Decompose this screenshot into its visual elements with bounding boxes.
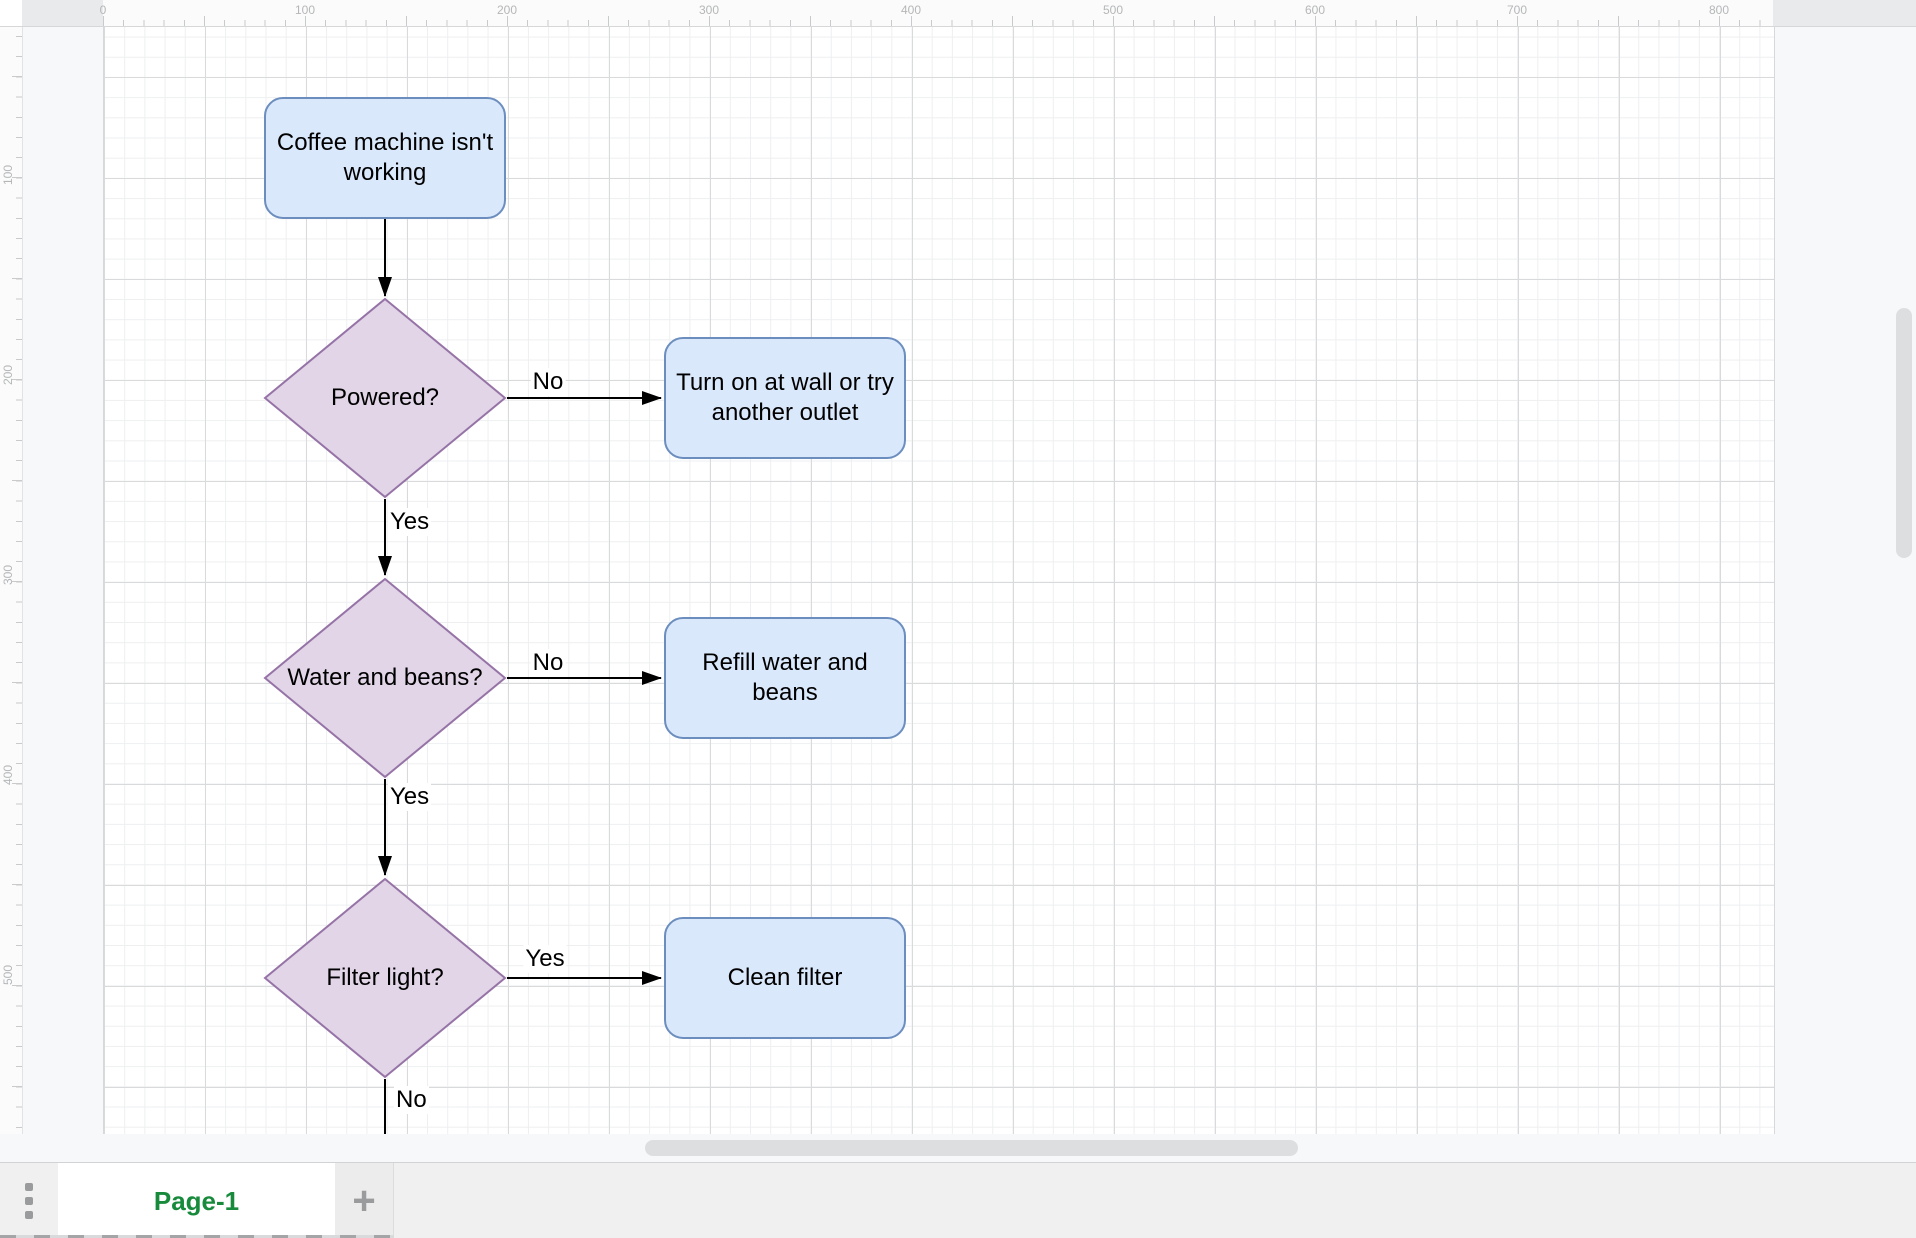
kebab-vertical-icon	[25, 1183, 33, 1191]
edge-water-no-label[interactable]: No	[530, 649, 566, 677]
ruler-offpage-block-left	[22, 0, 103, 26]
edge-filter-no-label[interactable]: No	[394, 1086, 429, 1114]
edge-powered-yes-label[interactable]: Yes	[388, 508, 432, 536]
tab-page-1[interactable]: Page-1	[58, 1163, 335, 1238]
horizontal-scrollbar-track[interactable]	[0, 1134, 1916, 1162]
horizontal-scrollbar-thumb[interactable]	[645, 1140, 1298, 1156]
ruler-label: 100	[1, 164, 15, 186]
edge-filter-yes-label[interactable]: Yes	[523, 945, 567, 973]
node-filter-light[interactable]	[263, 877, 507, 1079]
ruler-vertical: 100 200 300 400 500	[0, 27, 23, 1134]
page-tab-label: Page-1	[153, 1185, 240, 1216]
window-bottom-edge	[0, 1235, 394, 1238]
node-turn-on[interactable]	[664, 337, 906, 459]
node-clean-filter[interactable]	[664, 917, 906, 1039]
ruler-label: 200	[1, 364, 15, 386]
edge-powered-no-label[interactable]: No	[530, 368, 566, 396]
ruler-label: 300	[1, 564, 15, 586]
ruler-label: 400	[1, 764, 15, 786]
node-start[interactable]	[264, 97, 506, 219]
ruler-corner	[0, 0, 22, 26]
ruler-offpage-block-right	[1773, 0, 1916, 26]
pages-menu-button[interactable]	[0, 1163, 58, 1238]
ruler-horizontal: 0 100 200 300 400 500 600 700 800	[0, 0, 1916, 27]
plus-icon: +	[352, 1179, 376, 1223]
edge-water-yes-label[interactable]: Yes	[388, 783, 432, 811]
vertical-scrollbar-thumb[interactable]	[1896, 308, 1912, 558]
node-powered[interactable]	[263, 297, 507, 499]
node-refill[interactable]	[664, 617, 906, 739]
ruler-label: 100	[294, 3, 316, 17]
page-tab-bar: Page-1 +	[0, 1162, 1916, 1238]
ruler-label: 500	[1102, 3, 1124, 17]
ruler-label: 700	[1506, 3, 1528, 17]
ruler-label: 800	[1708, 3, 1730, 17]
ruler-label: 300	[698, 3, 720, 17]
ruler-label: 200	[496, 3, 518, 17]
ruler-label: 400	[900, 3, 922, 17]
ruler-label: 500	[1, 964, 15, 986]
add-page-button[interactable]: +	[335, 1163, 394, 1238]
ruler-label: 0	[99, 3, 107, 17]
ruler-label: 600	[1304, 3, 1326, 17]
node-water-beans[interactable]	[263, 577, 507, 779]
diagram-layer	[263, 97, 906, 1134]
